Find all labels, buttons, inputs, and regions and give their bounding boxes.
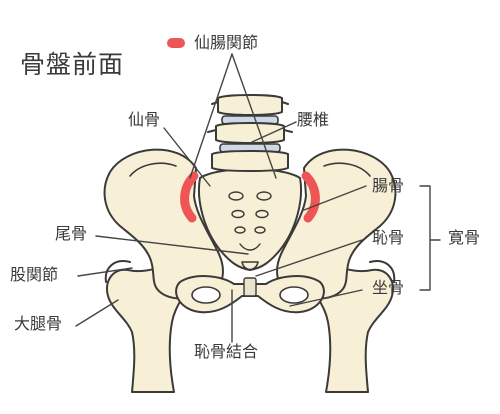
leader-lumbar xyxy=(251,121,297,143)
left-ilium xyxy=(103,148,224,300)
leader-ischium xyxy=(289,289,363,307)
label-coccyx: 尾骨 xyxy=(55,224,88,243)
leader-hip-joint xyxy=(77,267,133,277)
left-sacroiliac-joint xyxy=(180,171,199,223)
sacrum-bone xyxy=(198,168,302,271)
label-femur: 大腿骨 xyxy=(14,314,63,333)
leader-pubis xyxy=(255,239,363,277)
label-pubis: 恥骨 xyxy=(372,228,405,247)
pubic-region xyxy=(175,275,325,314)
leader-sacroiliac-left xyxy=(189,53,233,179)
label-hip-joint: 股関節 xyxy=(10,265,59,284)
leader-lines xyxy=(75,53,441,343)
leader-sacrum xyxy=(163,127,211,187)
label-sacrum: 仙骨 xyxy=(128,110,161,129)
coccyx-bone xyxy=(241,261,259,271)
legend-label: 仙腸関節 xyxy=(194,33,259,52)
leader-sacroiliac-right xyxy=(231,53,277,179)
leader-femur xyxy=(75,299,119,327)
diagram-title: 骨盤前面 xyxy=(20,50,125,79)
leader-ilium xyxy=(303,185,367,211)
label-ilium: 腸骨 xyxy=(372,176,405,195)
legend-swatch xyxy=(167,38,185,48)
leader-coccyx xyxy=(95,235,249,255)
label-pubic-symphysis: 恥骨結合 xyxy=(194,342,259,361)
label-lumbar: 腰椎 xyxy=(297,110,330,129)
hip-bone-bracket xyxy=(419,185,441,291)
label-hip-bone: 寛骨 xyxy=(448,228,481,247)
right-sacroiliac-joint xyxy=(301,171,320,223)
label-ischium: 坐骨 xyxy=(372,278,405,297)
